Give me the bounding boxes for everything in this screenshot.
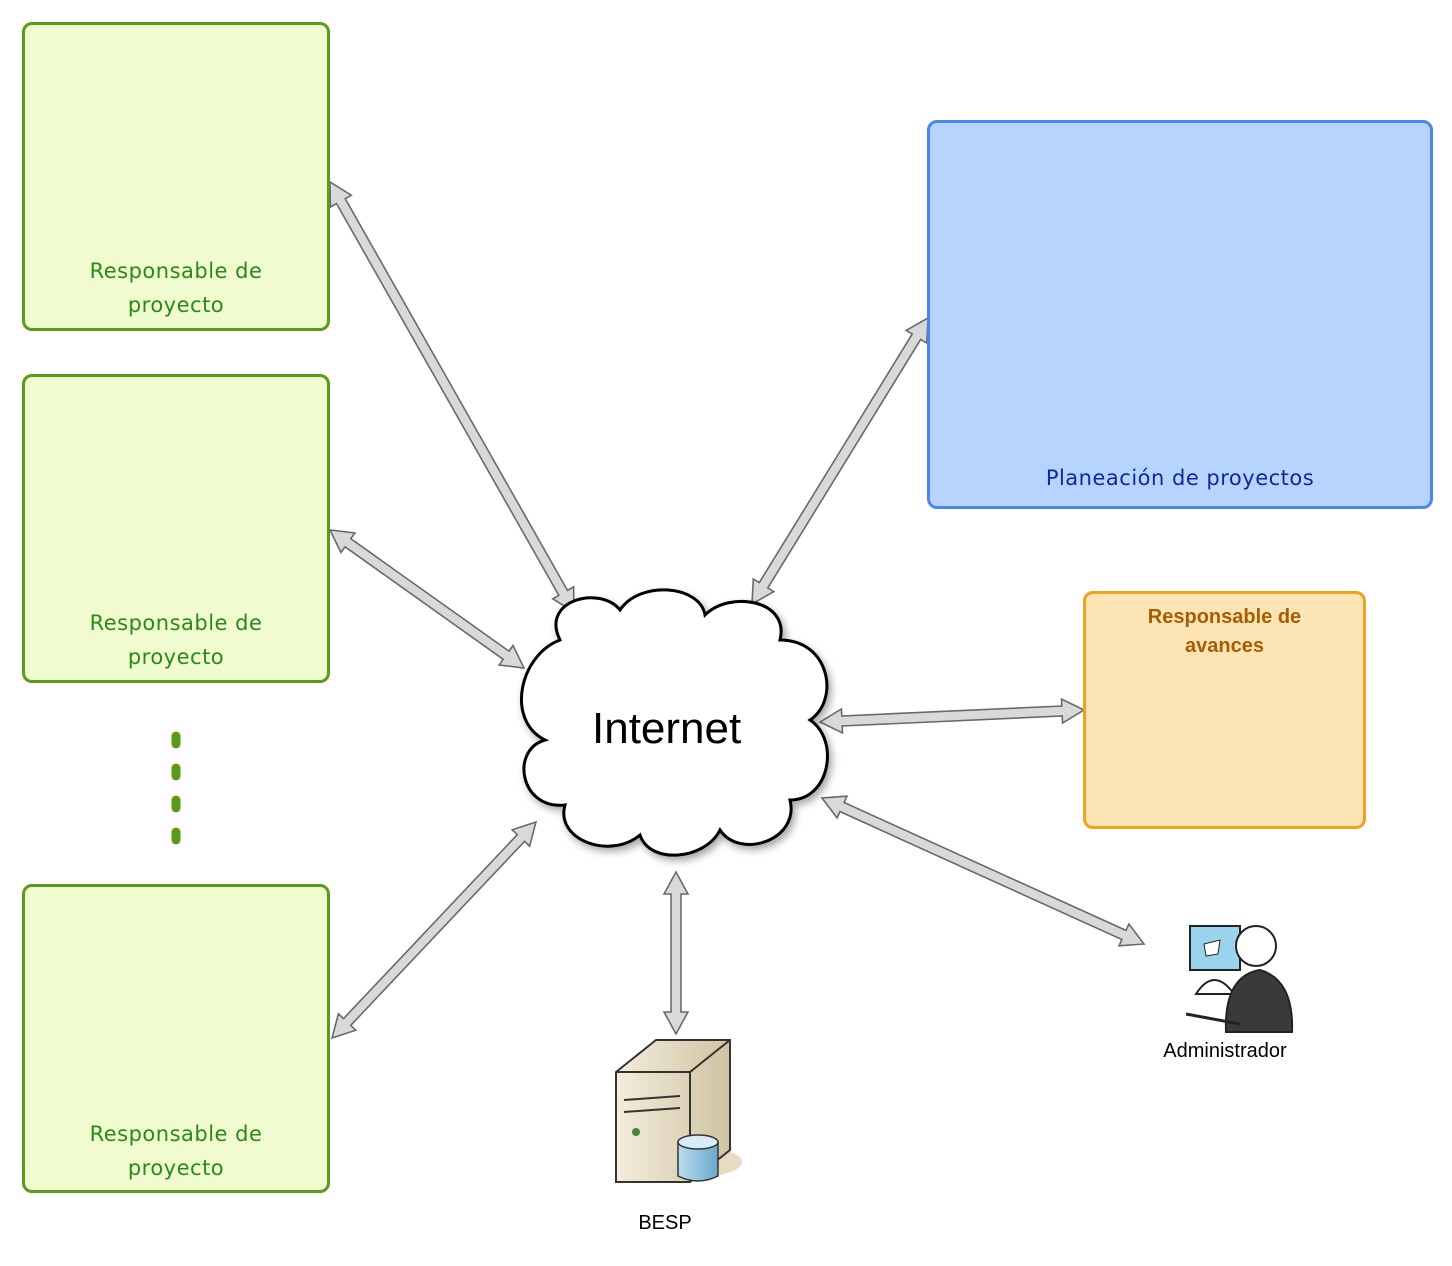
arrow-server <box>662 870 690 1036</box>
arrow-lead-2 <box>328 529 526 669</box>
arrow-planning <box>751 316 929 606</box>
server-label: BESP <box>638 1212 692 1234</box>
project-lead-label-3: Responsable de proyecto <box>89 1122 263 1180</box>
planning-label: Planeación de proyectos <box>1045 466 1315 490</box>
server-icon <box>615 1039 742 1183</box>
progress-lead-label: Responsable de avances <box>1147 606 1302 657</box>
progress-lead-box <box>1083 591 1366 829</box>
planning-box <box>927 120 1433 509</box>
project-lead-label-2: Responsable de proyecto <box>89 611 263 669</box>
internet-label: Internet <box>592 704 742 753</box>
admin-label: Administrador <box>1163 1040 1287 1062</box>
connection-arrows <box>328 180 1146 1040</box>
project-lead-box-2 <box>22 374 330 683</box>
arrow-progress <box>818 697 1086 735</box>
admin-illustration <box>1185 925 1294 1033</box>
internet-cloud <box>520 588 829 857</box>
project-lead-box-1 <box>22 22 330 331</box>
arrow-admin <box>820 795 1146 947</box>
project-lead-box-3 <box>22 884 330 1193</box>
project-lead-label-1: Responsable de proyecto <box>89 259 263 317</box>
arrow-lead-1 <box>329 180 575 614</box>
arrow-lead-3 <box>330 820 538 1040</box>
